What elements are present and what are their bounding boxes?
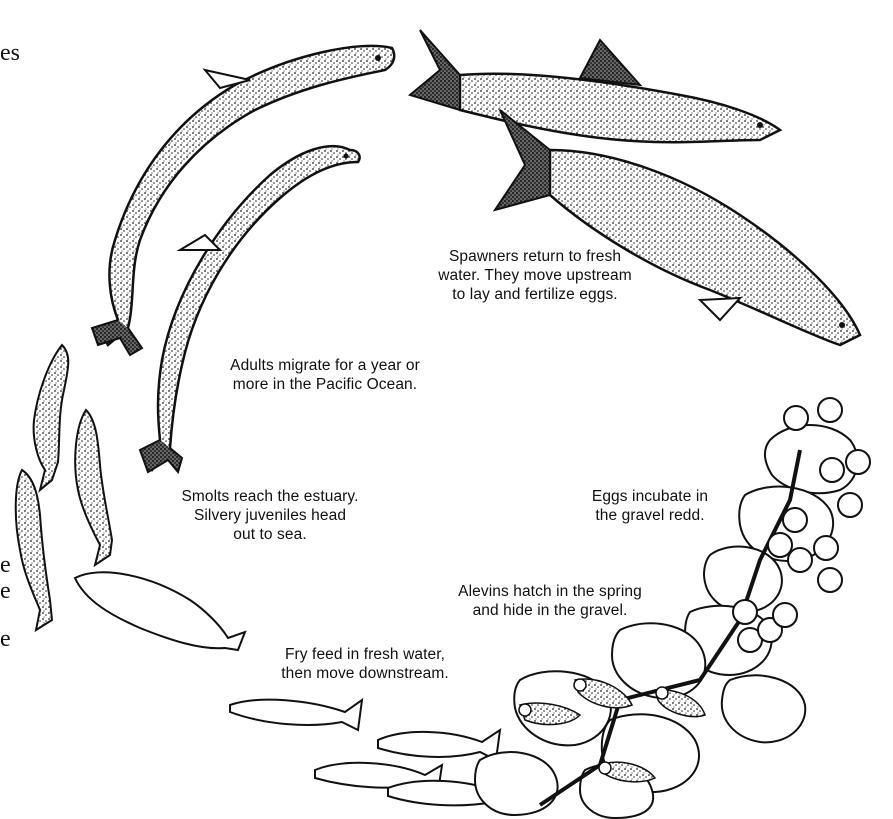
eggs-line: the gravel redd. <box>570 506 730 525</box>
adults-line: more in the Pacific Ocean. <box>205 375 445 394</box>
alevins-label: Alevins hatch in the spring and hide in … <box>430 582 670 620</box>
spawner-salmon-1 <box>410 30 780 142</box>
alevins-line: and hide in the gravel. <box>430 601 670 620</box>
eggs-line: Eggs incubate in <box>570 487 730 506</box>
fry-line: then move downstream. <box>255 664 475 683</box>
smolts-line: Silvery juveniles head <box>150 506 390 525</box>
eggs-label: Eggs incubate in the gravel redd. <box>570 487 730 525</box>
smolts-label: Smolts reach the estuary. Silvery juveni… <box>150 487 390 544</box>
adults-line: Adults migrate for a year or <box>205 356 445 375</box>
smolts-line: Smolts reach the estuary. <box>150 487 390 506</box>
alevins-line: Alevins hatch in the spring <box>430 582 670 601</box>
gravel-redd <box>475 425 857 818</box>
spawners-line: water. They move upstream <box>420 266 650 285</box>
fry-label: Fry feed in fresh water, then move downs… <box>255 645 475 683</box>
spawners-label: Spawners return to fresh water. They mov… <box>420 247 650 304</box>
adult-salmon-2 <box>140 146 360 472</box>
spawners-line: to lay and fertilize eggs. <box>420 285 650 304</box>
spawner-salmon-2 <box>495 110 860 345</box>
smolts-line: out to sea. <box>150 525 390 544</box>
fry-line: Fry feed in fresh water, <box>255 645 475 664</box>
spawners-line: Spawners return to fresh <box>420 247 650 266</box>
adults-label: Adults migrate for a year or more in the… <box>205 356 445 394</box>
